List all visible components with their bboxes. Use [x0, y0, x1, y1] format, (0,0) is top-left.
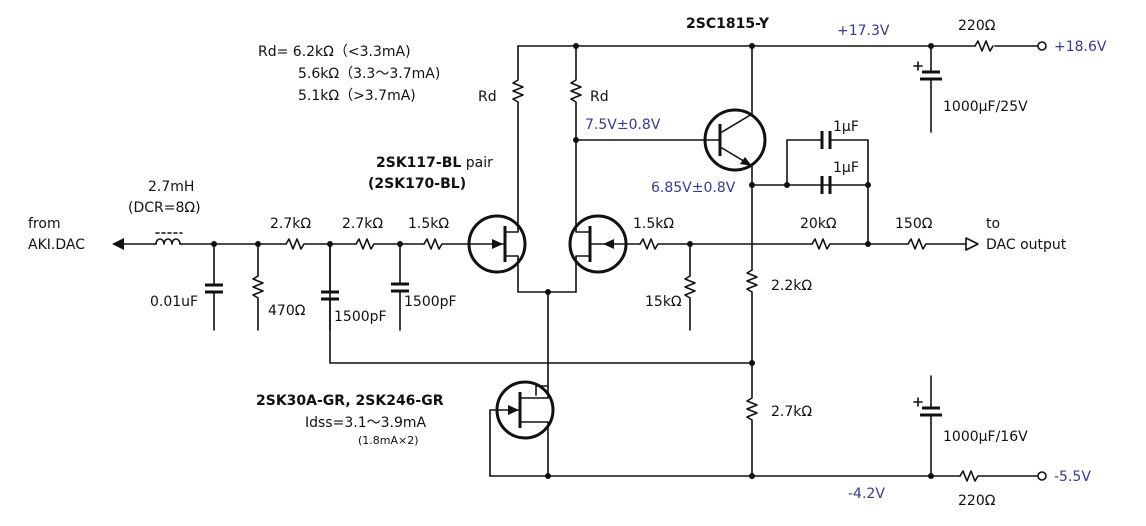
r-fb-label: 20kΩ: [800, 216, 837, 232]
neg-supply-terminal: [1037, 471, 1047, 481]
v-neg-rail-label: -4.2V: [848, 486, 885, 502]
resistor-1k5-fb: [639, 238, 813, 250]
v-pos-in-label: +18.6V: [1054, 39, 1107, 55]
resistor-220-pos: [974, 40, 994, 52]
pos-supply-terminal: [1037, 41, 1047, 51]
rd-note-2: 5.6kΩ（3.3～3.7mA): [298, 66, 440, 82]
output-name-label: DAC output: [986, 237, 1067, 253]
input-name-label: AKI.DAC: [28, 237, 85, 253]
c-fb2-label: 1μF: [833, 160, 859, 176]
fb-cap1-plates: [820, 131, 832, 149]
r-in3-label: 1.5kΩ: [408, 216, 449, 232]
bias-return-wire: [329, 243, 753, 364]
c-pos-label: 1000μF/25V: [943, 99, 1028, 115]
idss-note-label: (1.8mA×2): [358, 434, 419, 447]
jfet-pair-name: 2SK117-BL: [376, 155, 461, 171]
ccs-label: 2SK30A-GR, 2SK246-GR: [256, 393, 444, 409]
resistor-1k5-in: [423, 238, 475, 250]
resistor-2k2: [746, 269, 758, 364]
idss-label: Idss=3.1～3.9mA: [305, 415, 427, 431]
rd-left-label: Rd: [478, 89, 497, 105]
r-470-label: 470Ω: [268, 303, 306, 319]
jfet-ccs-gate: [489, 409, 521, 477]
resistor-220-neg: [959, 470, 1039, 482]
r-out-label: 150Ω: [895, 216, 933, 232]
jfet-right-source: [575, 255, 591, 293]
fb-cap2-plates: [820, 176, 832, 194]
jfet-left-drain: [504, 215, 519, 233]
cap-neg-plus: [913, 397, 923, 407]
r-neg-label: 220Ω: [958, 493, 996, 509]
cap-1500p-2-plates: [391, 282, 409, 293]
jfet-ccs-source: [519, 421, 549, 477]
c-in2-label: 1500pF: [334, 309, 387, 325]
jfet-pair-label: 2SK117-BL pair: [376, 155, 493, 171]
c-in1-label: 0.01uF: [150, 294, 198, 310]
cap-pos-plate: [920, 70, 942, 81]
resistor-2k7-in1: [285, 238, 357, 250]
resistor-2k7-bottom: [746, 362, 758, 477]
c-in3-label: 1500pF: [404, 294, 457, 310]
resistor-2k7-in2: [355, 238, 425, 250]
jfet-left-body: [467, 214, 527, 274]
input-from-label: from: [28, 216, 61, 232]
input-arrow: [112, 238, 124, 250]
inductor: [155, 238, 181, 245]
rd-right-wire: [570, 45, 582, 217]
inductor-label: 2.7mH: [148, 179, 194, 195]
r-load-top-label: 2.2kΩ: [771, 278, 812, 294]
resistor-15k: [684, 243, 696, 331]
junction-dot: [865, 241, 871, 247]
output-arrow: [965, 237, 979, 251]
rd-right-label: Rd: [590, 89, 609, 105]
jfet-pair-suffix: pair: [461, 155, 493, 171]
v-emitter-label: 6.85V±0.8V: [651, 180, 736, 196]
q-out-label: 2SC1815-Y: [686, 16, 770, 32]
rd-left-wire: [512, 45, 524, 217]
cap-neg-plate: [920, 406, 942, 417]
jfet-left-source: [504, 255, 577, 293]
r-fb-shunt-label: 15kΩ: [645, 294, 682, 310]
output-to-label: to: [986, 216, 1000, 232]
cap-0u01-plates: [205, 283, 223, 294]
r-in2-label: 2.7kΩ: [342, 216, 383, 232]
jfet-right-arrow: [603, 239, 614, 249]
resistor-20k: [811, 238, 909, 250]
npn-collector-lead: [721, 45, 753, 133]
v-base-label: 7.5V±0.8V: [585, 117, 661, 133]
rd-note-1: Rd= 6.2kΩ（<3.3mA): [258, 44, 411, 60]
v-neg-in-label: -5.5V: [1054, 469, 1091, 485]
r-in1-label: 2.7kΩ: [270, 216, 311, 232]
ccs-drain-wire: [535, 291, 549, 396]
fb-cap1-wire: [829, 139, 869, 245]
jfet-ccs-drain: [519, 385, 549, 399]
jfet-left-arrow: [492, 239, 503, 249]
npn-transistor-body: [703, 108, 767, 172]
jfet-right-drain: [575, 215, 591, 233]
c-fb1-label: 1μF: [833, 119, 859, 135]
v-collector-label: +17.3V: [837, 23, 890, 39]
jfet-ccs-arrow: [508, 405, 519, 415]
c-neg-label: 1000μF/16V: [943, 429, 1028, 445]
resistor-470: [252, 243, 264, 331]
junction-dot: [749, 473, 755, 479]
r-load-bot-label: 2.7kΩ: [771, 404, 812, 420]
junction-dot: [545, 473, 551, 479]
inductor-dcr-label: (DCR=8Ω): [128, 200, 201, 216]
junction-dot: [865, 182, 871, 188]
r-pos-label: 220Ω: [958, 18, 996, 34]
resistor-150: [907, 238, 967, 250]
jfet-alt-label: (2SK170-BL): [368, 176, 466, 192]
rd-note-3: 5.1kΩ（>3.7mA): [298, 88, 416, 104]
r-fb-gate-label: 1.5kΩ: [633, 216, 674, 232]
cap-pos-plus: [913, 61, 923, 71]
npn-emitter-arrow: [740, 157, 752, 166]
fb-cap1-wire: [786, 139, 823, 186]
